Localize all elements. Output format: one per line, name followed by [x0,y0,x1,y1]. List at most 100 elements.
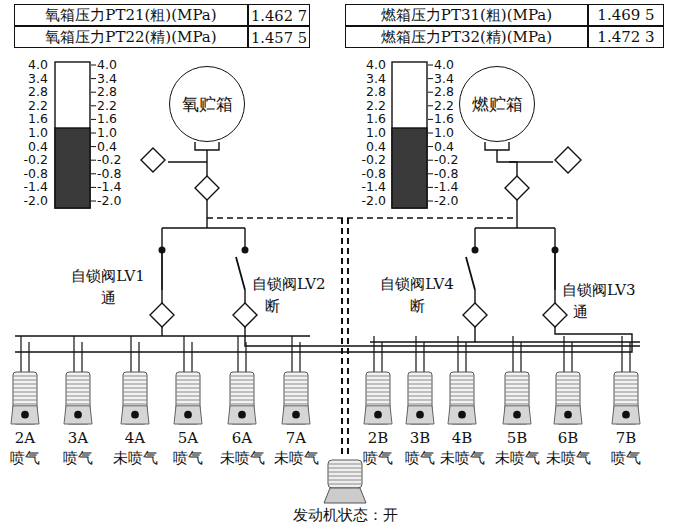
fin-line [366,396,390,397]
fin-line [450,392,474,393]
sensor-square [555,147,581,173]
pipe [206,150,207,176]
fin-line [556,376,580,377]
pressure-name: 燃箱压力PT31(粗)(MPa) [381,6,552,25]
fin-line [505,384,529,385]
scale-number: 0.4 [434,140,454,154]
fin-line [66,392,90,393]
fin-line [176,404,200,405]
scale-tick [91,65,96,66]
filter-diamond [195,176,219,200]
fin-line [13,376,37,377]
thruster-id: 2B [368,430,389,447]
scale-tick [91,78,96,79]
scale-tick [91,173,96,174]
scale-number: -2.0 [24,194,48,208]
fin-line [123,400,147,401]
nozzle [228,406,256,424]
valve-name: 自锁阀LV3 [562,282,636,299]
feed-line [299,342,300,372]
table-cell: 燃箱压力PT32(精)(MPa) [345,26,588,48]
feed-line [415,336,416,372]
pressure-value: 1.457 5 [251,29,307,46]
thruster-state: 喷气 [10,450,40,467]
nozzle [364,406,392,424]
fin-line [366,392,390,393]
scale-number: 0.4 [366,140,386,154]
scale-number: 2.2 [97,99,117,113]
nozzle [406,406,434,424]
fin-line [66,384,90,385]
thruster-id: 5B [507,430,528,447]
scale-number: 0.4 [97,140,117,154]
fin-line [284,388,308,389]
scale-number: -0.8 [24,167,48,181]
fin-line [408,400,432,401]
scale-number: -0.8 [97,167,121,181]
fin-line [614,384,638,385]
fin-line [505,376,529,377]
fin-line [123,376,147,377]
tank-outlet [195,142,219,150]
fin-line [230,396,254,397]
value-cell: 1.462 7 [248,4,310,26]
feed-line [20,336,21,372]
fin-line [450,404,474,405]
nozzle-dot [131,411,139,419]
fin-line [614,388,638,389]
fin-line [450,376,474,377]
thruster-id: 3B [410,430,431,447]
fin-line [66,400,90,401]
thruster-id: 5A [178,430,198,447]
scale-number: -0.8 [434,167,458,181]
fin-line [366,380,390,381]
scale-tick [91,105,96,106]
fin-line [408,376,432,377]
scale-tick [91,187,96,188]
fin-line [176,384,200,385]
nozzle [282,406,310,424]
scale-number: -0.2 [362,153,386,167]
feed-line [571,342,572,372]
manifold [245,327,640,346]
dashed-line [342,218,348,458]
pressure-name: 氧箱压力PT22(精)(MPa) [45,28,216,47]
feed-line [130,336,131,372]
fin-line [123,380,147,381]
thruster-state: 喷气 [173,450,203,467]
feed-line [621,336,622,372]
thruster-state: 喷气 [363,450,393,467]
valve-state: 断 [410,298,425,315]
scale-number: -0.2 [434,153,458,167]
pressure-name: 氧箱压力PT21(粗)(MPa) [45,6,216,25]
fin-line [13,392,37,393]
scale-tick [91,160,96,161]
feed-line [520,342,521,372]
fin-line [284,384,308,385]
fin-line [176,400,200,401]
nozzle [174,406,202,424]
scale-number: 2.8 [97,85,117,99]
fin-line [328,476,362,477]
feed-line [423,342,424,372]
scale-number: 1.6 [366,112,386,126]
fin-line [284,392,308,393]
fin-line [123,404,147,405]
fin-line [408,396,432,397]
fin-line [284,396,308,397]
valve-state: 断 [265,298,280,315]
fin-line [366,388,390,389]
scale-number: 1.0 [434,126,454,140]
scale-tick [91,146,96,147]
fin-line [13,396,37,397]
fin-line [556,380,580,381]
fin-line [505,400,529,401]
scale-tick [91,133,96,134]
fin-line [408,404,432,405]
thruster-state: 未喷气 [220,450,265,467]
filter-diamond [150,303,567,327]
gauge-bar [392,62,427,208]
scale-number: 2.2 [434,99,454,113]
fin-line [556,388,580,389]
